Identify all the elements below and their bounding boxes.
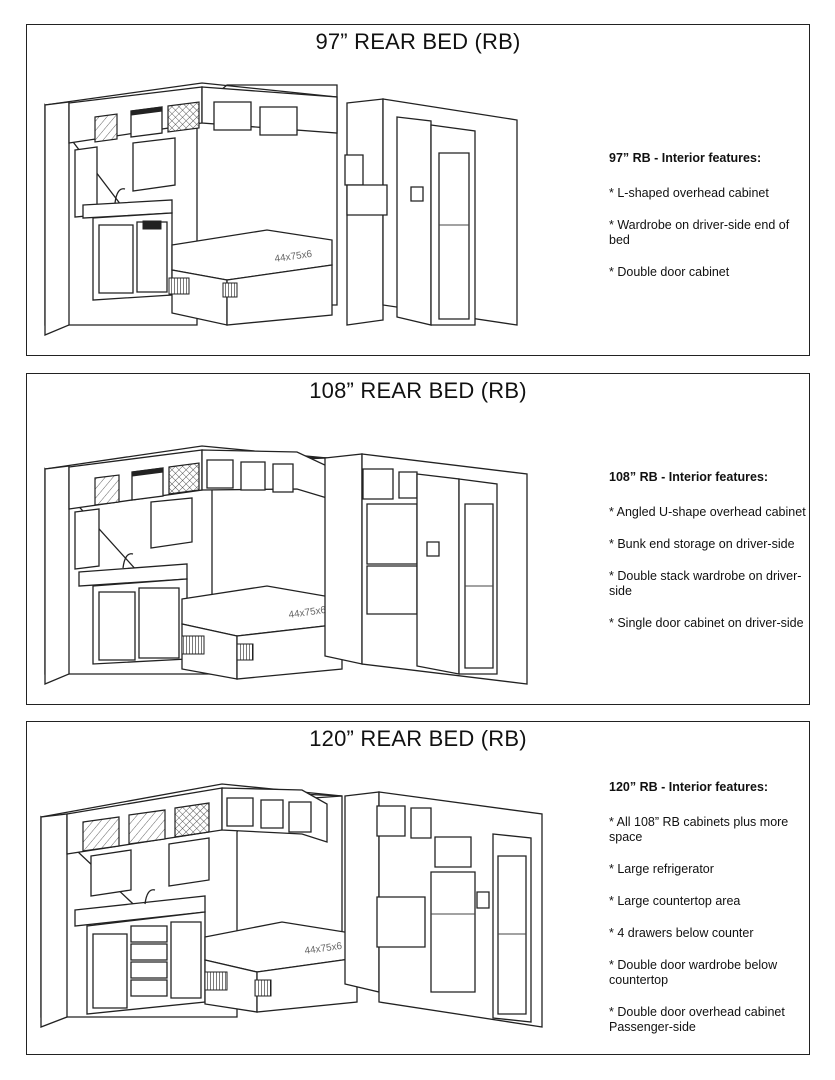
cabinet-door-mesh xyxy=(168,102,199,132)
feature-item: * Double stack wardrobe on driver-side xyxy=(609,569,802,598)
cabinet-door xyxy=(261,800,283,828)
wardrobe-side xyxy=(345,792,379,992)
feature-item: * Double door cabinet xyxy=(609,265,730,279)
feature-item: * Double door overhead cabinet Passenger… xyxy=(609,1005,785,1034)
cabinet-door xyxy=(260,107,297,135)
cabinet-door xyxy=(171,922,201,998)
microwave-panel xyxy=(131,107,162,115)
cabinet-door-mesh xyxy=(169,463,199,494)
panel-title: 97” REAR BED (RB) xyxy=(315,29,521,54)
cabinet-door xyxy=(363,469,393,499)
feature-title: 108” RB - Interior features: xyxy=(609,470,769,484)
feature-list-97rb: 97” RB - Interior features: * L-shaped o… xyxy=(609,151,809,297)
rear-end-panel xyxy=(397,117,431,325)
bed-size-label: 44x75x6 xyxy=(304,941,343,957)
control-panel xyxy=(477,892,489,908)
feature-item: * Large countertop area xyxy=(609,894,741,908)
vent xyxy=(255,980,271,996)
bed-size-label: 44x75x6 xyxy=(288,605,327,621)
panel-108-rear-bed: 108” REAR BED (RB) 44x75x6 xyxy=(26,373,810,705)
door-panel xyxy=(439,153,469,319)
window xyxy=(169,838,209,886)
microwave-panel xyxy=(132,468,163,476)
cabinet-door-glass xyxy=(129,810,165,844)
faucet xyxy=(145,890,155,904)
interior-drawing-120rb: 44x75x6 xyxy=(27,722,587,1054)
feature-item: * All 108” RB cabinets plus more space xyxy=(609,815,789,844)
panel-120-rear-bed: 120” REAR BED (RB) 44x75x6 xyxy=(26,721,810,1055)
cabinet-door xyxy=(273,464,293,492)
cabinet-door xyxy=(399,472,417,498)
cabinet-door xyxy=(289,802,311,832)
drawer xyxy=(131,926,167,942)
interior-drawing-108rb: 44x75x6 xyxy=(27,374,587,704)
feature-title: 97” RB - Interior features: xyxy=(609,151,762,165)
window xyxy=(133,138,175,191)
cabinet-door xyxy=(377,806,405,836)
feature-item: * 4 drawers below counter xyxy=(609,926,754,940)
feature-item: * Large refrigerator xyxy=(609,862,714,876)
double-door-wardrobe xyxy=(377,897,425,947)
panel-title: 120” REAR BED (RB) xyxy=(309,726,527,751)
control-panel xyxy=(143,221,161,229)
double-stack-wardrobe xyxy=(367,504,417,564)
cabinet-door xyxy=(227,798,253,826)
rear-end-panel xyxy=(417,474,459,674)
feature-item: * Double door wardrobe below countertop xyxy=(609,958,778,987)
feature-list-108rb: 108” RB - Interior features: * Angled U-… xyxy=(609,470,809,648)
cabinet-door xyxy=(139,588,179,658)
wardrobe-side xyxy=(325,454,362,664)
vent xyxy=(237,644,253,660)
side-wall-left xyxy=(45,102,69,335)
double-door-cabinet xyxy=(347,185,387,215)
feature-item: * L-shaped overhead cabinet xyxy=(609,186,769,200)
wardrobe-door xyxy=(93,934,127,1008)
control-panel xyxy=(411,187,423,201)
door-panel xyxy=(498,856,526,1014)
vent xyxy=(182,636,204,654)
cabinet-door xyxy=(137,222,167,292)
side-wall-left xyxy=(41,814,67,1027)
cabinet-door xyxy=(241,462,265,490)
vent xyxy=(205,972,227,990)
feature-item: * Angled U-shape overhead cabinet xyxy=(609,505,806,519)
cabinet-door-glass xyxy=(83,817,119,851)
microwave xyxy=(435,837,471,867)
drawer xyxy=(131,944,167,960)
side-cabinet xyxy=(75,509,99,569)
cabinet-door xyxy=(411,808,431,838)
vent xyxy=(223,283,237,297)
bunk-end-storage xyxy=(367,566,417,614)
vent xyxy=(169,278,189,294)
panel-title: 108” REAR BED (RB) xyxy=(309,378,527,403)
feature-item: * Single door cabinet on driver-side xyxy=(609,616,804,630)
bed-base-side xyxy=(237,624,342,679)
cabinet-door-glass xyxy=(95,114,117,142)
panel-97-rear-bed: 97” REAR BED (RB) 44x75x6 xyxy=(26,24,810,356)
faucet xyxy=(115,189,125,203)
feature-list-120rb: 120” RB - Interior features: * All 108” … xyxy=(609,780,809,1052)
feature-item: * Bunk end storage on driver-side xyxy=(609,537,795,551)
cabinet-door xyxy=(214,102,251,130)
interior-drawing-97rb: 44x75x6 xyxy=(27,25,587,355)
window xyxy=(151,498,192,548)
feature-item: * Wardrobe on driver-side end of bed xyxy=(609,218,790,247)
cabinet-door xyxy=(99,225,133,293)
cabinet-door xyxy=(207,460,233,488)
control-panel xyxy=(427,542,439,556)
cabinet-door xyxy=(99,592,135,660)
drawer xyxy=(131,962,167,978)
bed-base-side xyxy=(257,958,357,1012)
cabinet-door-glass xyxy=(95,475,119,505)
refrigerator xyxy=(431,872,475,992)
feature-title: 120” RB - Interior features: xyxy=(609,780,769,794)
drawer xyxy=(131,980,167,996)
bed-base-side xyxy=(227,265,332,325)
window xyxy=(91,850,131,896)
cabinet-door-mesh xyxy=(175,803,209,837)
cabinet-door xyxy=(345,155,363,185)
faucet xyxy=(123,554,133,568)
bed-size-label: 44x75x6 xyxy=(274,249,313,265)
side-wall-left xyxy=(45,466,69,684)
